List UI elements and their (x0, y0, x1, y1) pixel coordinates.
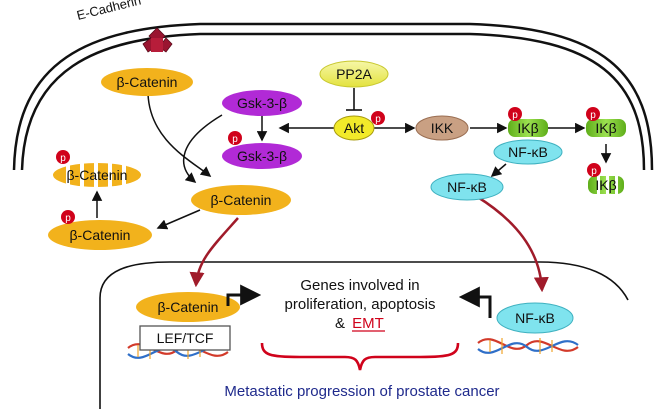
genes-line-2: proliferation, apoptosis (285, 296, 436, 313)
diagram-caption: Metastatic progression of prostate cance… (224, 383, 499, 400)
svg-text:Gsk-3-β: Gsk-3-β (237, 95, 287, 111)
genes-amp: & (335, 315, 345, 332)
phospho-marker (508, 107, 522, 121)
phospho-marker (56, 150, 70, 164)
akt-node: Akt p (333, 111, 385, 141)
transcription-arrow-right (458, 286, 492, 318)
ikb-node-1: IKβ p (508, 107, 548, 137)
genes-line-1: Genes involved in (300, 277, 419, 294)
ikb-degraded-node: IKβ p (587, 163, 624, 194)
nfkb-free-node: NF-κB (430, 173, 504, 201)
svg-text:p: p (591, 166, 597, 177)
cell-membrane (12, 22, 654, 171)
svg-text:p: p (375, 114, 381, 125)
svg-text:IKβ: IKβ (595, 120, 616, 136)
beta-catenin-cytoplasm-node: β-Catenin (191, 185, 291, 215)
genes-emt: EMT (352, 315, 384, 332)
svg-text:p: p (232, 134, 238, 145)
phospho-marker (61, 210, 75, 224)
svg-text:β-Catenin: β-Catenin (67, 167, 128, 183)
svg-text:p: p (512, 110, 518, 121)
svg-text:IKβ: IKβ (517, 120, 538, 136)
arrow-nfkb-release (490, 163, 507, 178)
phospho-marker (586, 107, 600, 121)
svg-text:p: p (590, 110, 596, 121)
svg-text:PP2A: PP2A (336, 66, 372, 82)
arrow-bcat-to-phospho (156, 209, 201, 230)
svg-text:NF-κB: NF-κB (447, 179, 487, 195)
convergence-brace (260, 342, 460, 371)
svg-text:IKβ: IKβ (595, 177, 616, 193)
ikk-node: IKK (415, 115, 469, 141)
pp2a-inhibition (346, 88, 362, 111)
phospho-marker (587, 163, 601, 177)
e-cadherin-receptor (142, 27, 173, 53)
gsk3b-phosphorylated-node: Gsk-3-β p (222, 131, 302, 169)
nfkb-complex-node: NF-κB (493, 139, 563, 165)
transcription-arrow-left (226, 284, 262, 306)
svg-text:p: p (60, 153, 66, 164)
arrow-bcat-membrane-to-cytoplasm (147, 93, 212, 177)
nfkb-nuclear-node: NF-κB (496, 302, 574, 334)
e-cadherin-label: E-Cadherin (75, 0, 142, 23)
gsk3b-node: Gsk-3-β (222, 90, 302, 116)
svg-text:β-Catenin: β-Catenin (70, 227, 131, 243)
svg-text:NF-κB: NF-κB (508, 144, 548, 160)
beta-catenin-degraded-node: β-Catenin p (53, 150, 141, 187)
lef-tcf-box: LEF/TCF (139, 325, 231, 351)
nuclear-envelope (99, 261, 629, 409)
svg-text:β-Catenin: β-Catenin (211, 192, 272, 208)
svg-text:NF-κB: NF-κB (515, 310, 555, 326)
phospho-marker (371, 111, 385, 125)
svg-text:LEF/TCF: LEF/TCF (157, 330, 214, 346)
phospho-marker (228, 131, 242, 145)
svg-text:β-Catenin: β-Catenin (158, 299, 219, 315)
dna-helix-right (477, 338, 579, 354)
beta-catenin-phosphorylated-node: β-Catenin p (48, 210, 152, 250)
pp2a-node: PP2A (319, 60, 389, 88)
svg-text:β-Catenin: β-Catenin (117, 74, 178, 90)
svg-text:Akt: Akt (344, 120, 364, 136)
beta-catenin-membrane-node: β-Catenin (101, 68, 193, 96)
nuclear-translocation-arrows (189, 194, 549, 293)
ikb-node-2: IKβ p (586, 107, 626, 137)
beta-catenin-nuclear-node: β-Catenin (136, 292, 240, 322)
svg-text:IKK: IKK (431, 120, 454, 136)
svg-text:Gsk-3-β: Gsk-3-β (237, 148, 287, 164)
svg-text:p: p (65, 213, 71, 224)
signaling-arrows (91, 93, 612, 230)
arrow-gsk-to-bcat (182, 114, 223, 184)
